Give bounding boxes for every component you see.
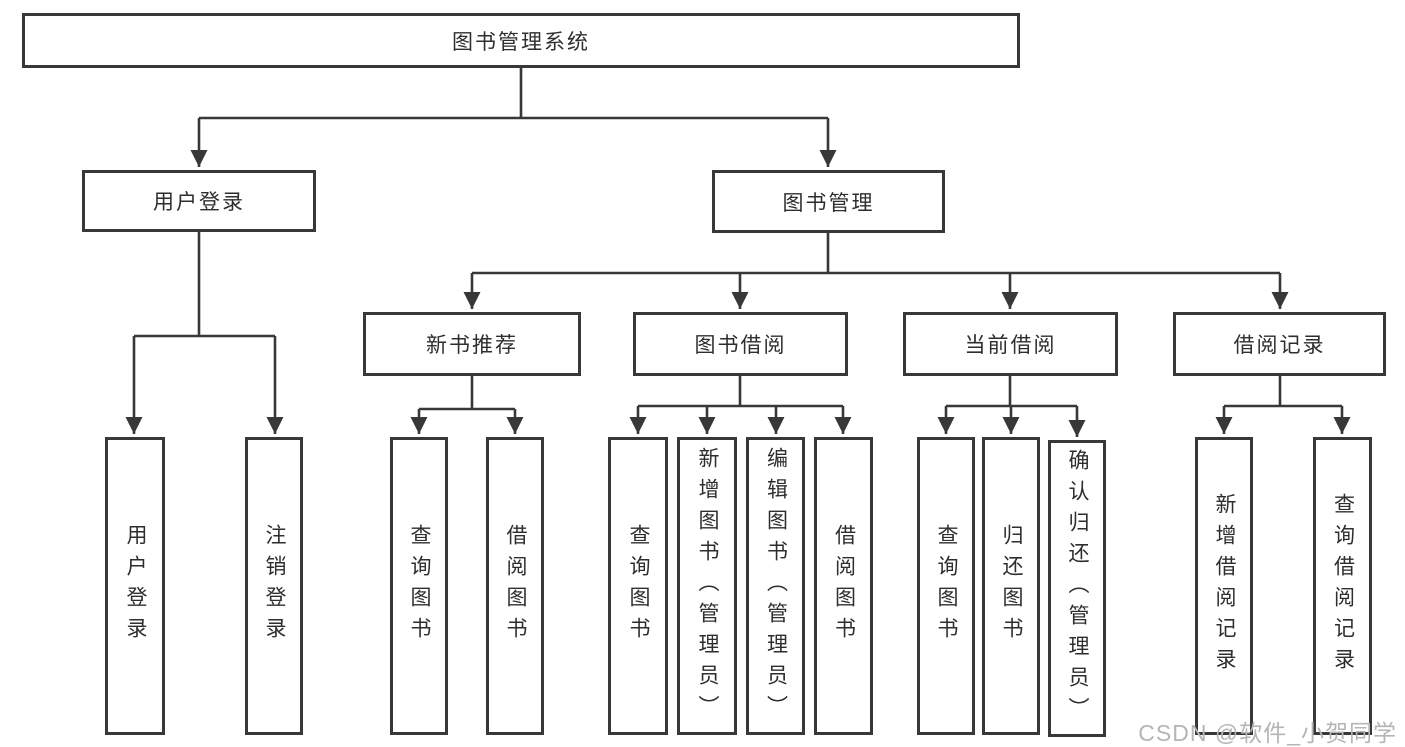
leaf-add-book-admin: 新增图书（管理员）	[677, 437, 737, 735]
connector-current-borrow-split	[946, 376, 1077, 408]
leaf-query-borrow-record: 查询借阅记录	[1313, 437, 1372, 735]
leaf-return-book: 归还图书	[982, 437, 1040, 735]
leaf-logout: 注销登录	[245, 437, 303, 735]
node-new-book-recommend: 新书推荐	[363, 312, 581, 376]
node-borrow-records: 借阅记录	[1173, 312, 1386, 376]
connector-book-borrow-split	[638, 376, 843, 408]
connector-book-mgmt-split	[472, 233, 1280, 275]
leaf-edit-book-admin: 编辑图书（管理员）	[746, 437, 805, 735]
leaf-borrow-book-1: 借阅图书	[486, 437, 544, 735]
leaf-query-book-3: 查询图书	[917, 437, 975, 735]
connector-root-split	[199, 68, 828, 120]
leaf-add-borrow-record: 新增借阅记录	[1195, 437, 1253, 735]
watermark: CSDN @软件_小贺同学	[1138, 720, 1397, 746]
leaf-confirm-return-admin: 确认归还（管理员）	[1048, 440, 1106, 737]
connector-user-login-split	[134, 232, 275, 338]
node-root: 图书管理系统	[22, 13, 1020, 68]
node-current-borrow: 当前借阅	[903, 312, 1118, 376]
connector-new-rec-split	[419, 376, 515, 411]
leaf-query-book-2: 查询图书	[608, 437, 668, 735]
node-book-borrow: 图书借阅	[633, 312, 848, 376]
connector-borrow-record-split	[1224, 376, 1342, 408]
leaf-borrow-book-2: 借阅图书	[814, 437, 873, 735]
leaf-user-login: 用户登录	[105, 437, 165, 735]
node-user-login: 用户登录	[82, 170, 316, 232]
leaf-query-book-1: 查询图书	[390, 437, 448, 735]
node-book-management: 图书管理	[712, 170, 945, 233]
